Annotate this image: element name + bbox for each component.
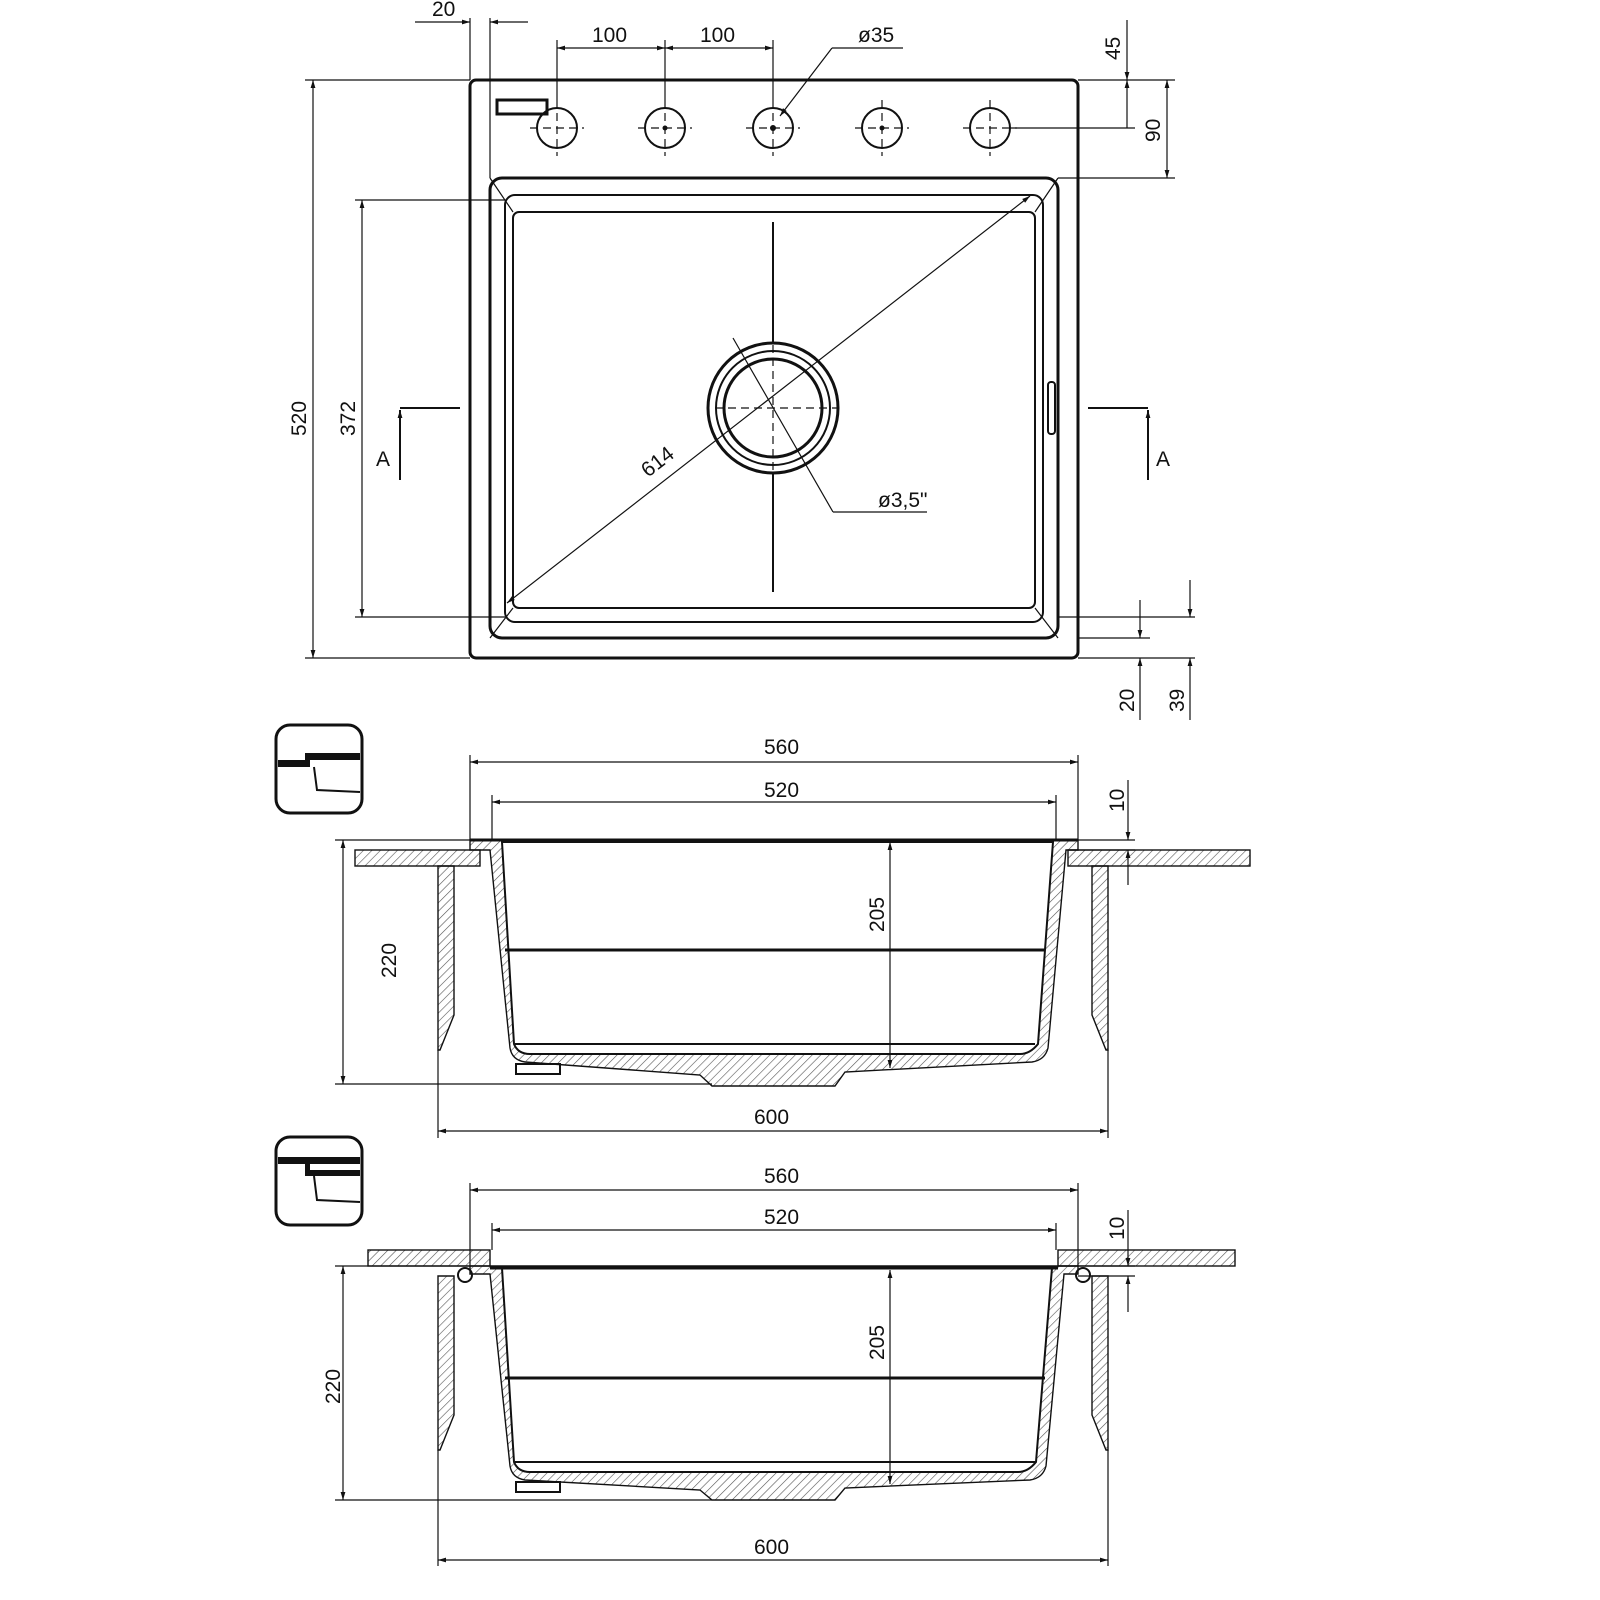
tap-hole-icon — [638, 100, 692, 156]
top-view: 20 100 100 ø35 45 90 520 372 614 ø3,5" 2… — [288, 0, 1195, 720]
dim-tap-spacing-1: 100 — [592, 24, 627, 47]
dim-total-depth: 220 — [378, 943, 401, 978]
flush-mount-icon — [274, 1135, 364, 1227]
cabinet-wall-right — [1091, 1275, 1109, 1451]
tap-hole-icon — [963, 100, 1017, 156]
countertop-left — [354, 849, 481, 867]
tap-hole-icon — [530, 100, 584, 156]
cabinet-wall-left — [437, 865, 455, 1051]
tap-hole-icon — [746, 100, 800, 156]
dim-total-depth: 220 — [322, 1369, 345, 1404]
section-marker-right: A — [1088, 407, 1170, 480]
dim-tap-hole: ø35 — [858, 24, 894, 47]
cabinet-wall-right — [1091, 865, 1109, 1051]
tap-holes — [530, 100, 1017, 156]
dim-overall-depth: 520 — [288, 401, 311, 436]
dim-inner-width: 520 — [764, 779, 799, 802]
dim-tap-spacing-2: 100 — [700, 24, 735, 47]
dim-bowl-depth: 372 — [337, 401, 360, 436]
dim-tap-edge: 45 — [1102, 37, 1125, 60]
bowl-inner-edge — [504, 194, 1044, 623]
section-marker-left: A — [376, 407, 460, 480]
overflow-slot — [495, 98, 549, 116]
dim-rim-height: 10 — [1106, 789, 1129, 812]
sink-outline — [468, 78, 1080, 660]
dim-cabinet-width: 600 — [754, 1106, 789, 1129]
cabinet-wall-left — [437, 1275, 455, 1451]
section-top-mount: 560 520 10 205 220 600 — [274, 723, 1251, 1138]
svg-text:A: A — [1156, 448, 1170, 471]
dim-front-bowl: 39 — [1166, 689, 1189, 712]
dim-outer-width: 560 — [764, 736, 799, 759]
drain-icon — [706, 222, 927, 592]
dim-cabinet-width: 600 — [754, 1536, 789, 1559]
dim-tap-to-bowl: 90 — [1142, 119, 1165, 142]
dim-diagonal: 614 — [637, 442, 679, 482]
bowl-rim — [488, 176, 1060, 640]
countertop-right — [1067, 849, 1251, 867]
svg-text:A: A — [376, 448, 390, 471]
dim-flange-offset: 20 — [432, 0, 455, 21]
dim-bowl-depth: 205 — [866, 897, 889, 932]
dim-rim-height: 10 — [1106, 1217, 1129, 1240]
dim-drain: ø3,5" — [878, 489, 927, 512]
countertop-right — [1057, 1249, 1236, 1267]
top-mount-icon — [274, 723, 364, 815]
dim-inner-width: 520 — [764, 1206, 799, 1229]
section-flush-mount: 560 520 10 205 220 600 — [274, 1135, 1236, 1566]
dim-outer-width: 560 — [764, 1165, 799, 1188]
dim-front-rim: 20 — [1116, 689, 1139, 712]
tap-hole-icon — [855, 100, 909, 156]
side-overflow — [1047, 381, 1056, 435]
dim-bowl-depth: 205 — [866, 1325, 889, 1360]
countertop-left — [367, 1249, 491, 1267]
